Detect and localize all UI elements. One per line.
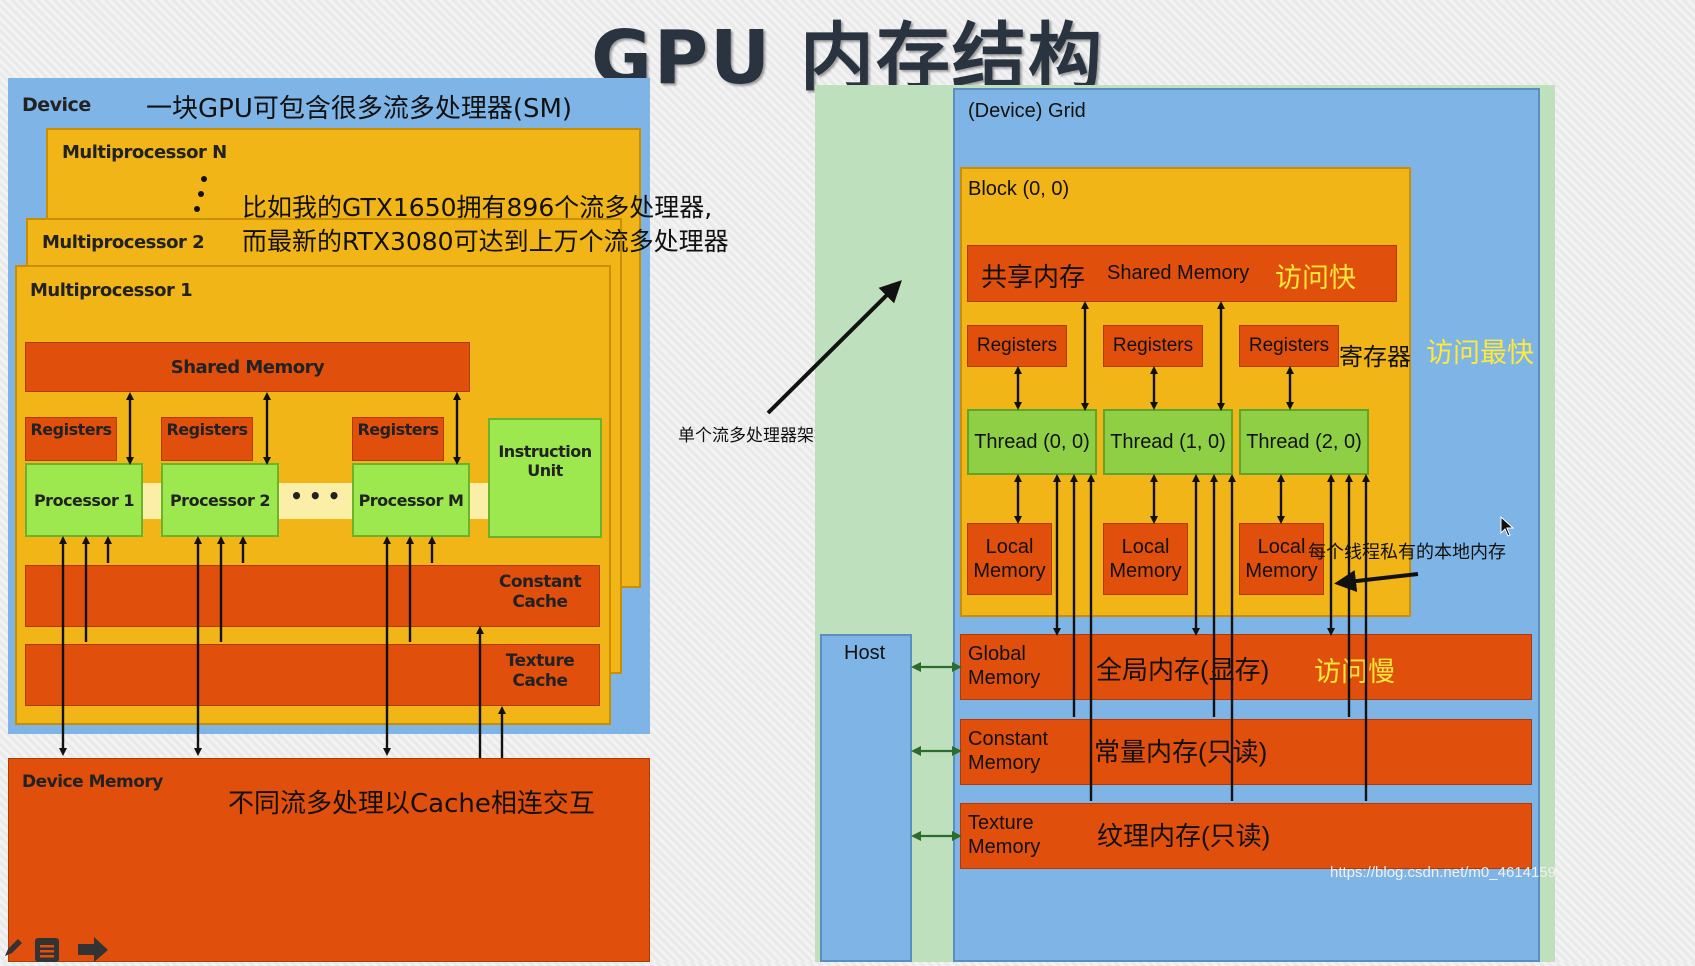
device-memory-label: Device Memory bbox=[22, 772, 163, 792]
instruction-unit: Instruction Unit bbox=[488, 418, 602, 538]
shared-memory-en: Shared Memory bbox=[1107, 262, 1250, 284]
block-shared-memory bbox=[967, 245, 1397, 302]
vertical-ellipsis bbox=[192, 176, 208, 218]
thread-2-0: Thread (2, 0) bbox=[1239, 409, 1369, 475]
processor-1: Processor 1 bbox=[25, 463, 143, 537]
local-memory-cn: 每个线程私有的本地内存 bbox=[1308, 542, 1506, 562]
sm-registers-2: Registers bbox=[161, 417, 253, 461]
constant-memory-en: Constant Memory bbox=[968, 728, 1049, 774]
constant-cache-label: Constant Cache bbox=[498, 572, 582, 612]
device-caption: 一块GPU可包含很多流多处理器(SM) bbox=[146, 94, 573, 124]
multiprocessor-n-label: Multiprocessor N bbox=[62, 142, 227, 163]
texture-memory-en: Texture Memory bbox=[968, 812, 1041, 858]
device-grid-label: (Device) Grid bbox=[968, 100, 1086, 122]
thread-registers-2: Registers bbox=[1239, 325, 1339, 367]
texture-memory bbox=[960, 803, 1532, 869]
thread-registers-0: Registers bbox=[967, 325, 1067, 367]
registers-speed: 访问最快 bbox=[1426, 338, 1534, 368]
device-memory-caption: 不同流多处理以Cache相连交互 bbox=[228, 789, 595, 819]
thread-0-0: Thread (0, 0) bbox=[967, 409, 1097, 475]
device-label: Device bbox=[22, 94, 91, 116]
thread-1-0: Thread (1, 0) bbox=[1103, 409, 1233, 475]
sm-registers-m: Registers bbox=[352, 417, 444, 461]
texture-cache-label: Texture Cache bbox=[505, 651, 575, 691]
processor-2: Processor 2 bbox=[161, 463, 279, 537]
registers-cn: 寄存器 bbox=[1339, 344, 1411, 371]
sm-architecture-annotation: 单个流多处理器架构 bbox=[678, 426, 831, 445]
processor-m: Processor M bbox=[352, 463, 470, 537]
mouse-cursor-icon bbox=[1500, 515, 1516, 538]
shared-memory-speed: 访问快 bbox=[1275, 263, 1356, 293]
local-memory-1: Local Memory bbox=[1103, 523, 1188, 595]
global-memory-speed: 访问慢 bbox=[1314, 657, 1395, 687]
constant-memory-cn: 常量内存(只读) bbox=[1094, 737, 1268, 767]
local-memory-0: Local Memory bbox=[967, 523, 1052, 595]
global-memory-cn: 全局内存(显存) bbox=[1096, 655, 1270, 685]
sm-registers-1: Registers bbox=[25, 417, 117, 461]
texture-cache: Texture Cache bbox=[25, 644, 600, 706]
notes-icon[interactable] bbox=[32, 935, 62, 962]
global-memory-en: Global Memory bbox=[968, 643, 1041, 689]
multiprocessor-2-label: Multiprocessor 2 bbox=[42, 232, 205, 253]
gpu-note-line1: 比如我的GTX1650拥有896个流多处理器, bbox=[242, 193, 713, 222]
block-label: Block (0, 0) bbox=[968, 178, 1070, 200]
gpu-note-line2: 而最新的RTX3080可达到上万个流多处理器 bbox=[242, 227, 729, 256]
instruction-unit-label: Instruction Unit bbox=[498, 442, 592, 480]
shared-memory-block: Shared Memory bbox=[25, 342, 470, 392]
arrow-right-icon[interactable] bbox=[76, 935, 110, 962]
processor-ellipsis: • • • bbox=[290, 484, 340, 508]
global-memory bbox=[960, 634, 1532, 700]
host-block bbox=[820, 634, 912, 962]
thread-registers-1: Registers bbox=[1103, 325, 1203, 367]
watermark: https://blog.csdn.net/m0_4614159 bbox=[1330, 864, 1556, 881]
local-memory-2: Local Memory bbox=[1239, 523, 1324, 595]
texture-memory-cn: 纹理内存(只读) bbox=[1097, 821, 1271, 851]
constant-cache: Constant Cache bbox=[25, 565, 600, 627]
multiprocessor-1-label: Multiprocessor 1 bbox=[30, 280, 193, 301]
host-label: Host bbox=[844, 642, 886, 664]
pen-icon[interactable] bbox=[2, 935, 26, 959]
device-memory bbox=[8, 758, 650, 962]
shared-memory-cn: 共享内存 bbox=[981, 262, 1086, 292]
